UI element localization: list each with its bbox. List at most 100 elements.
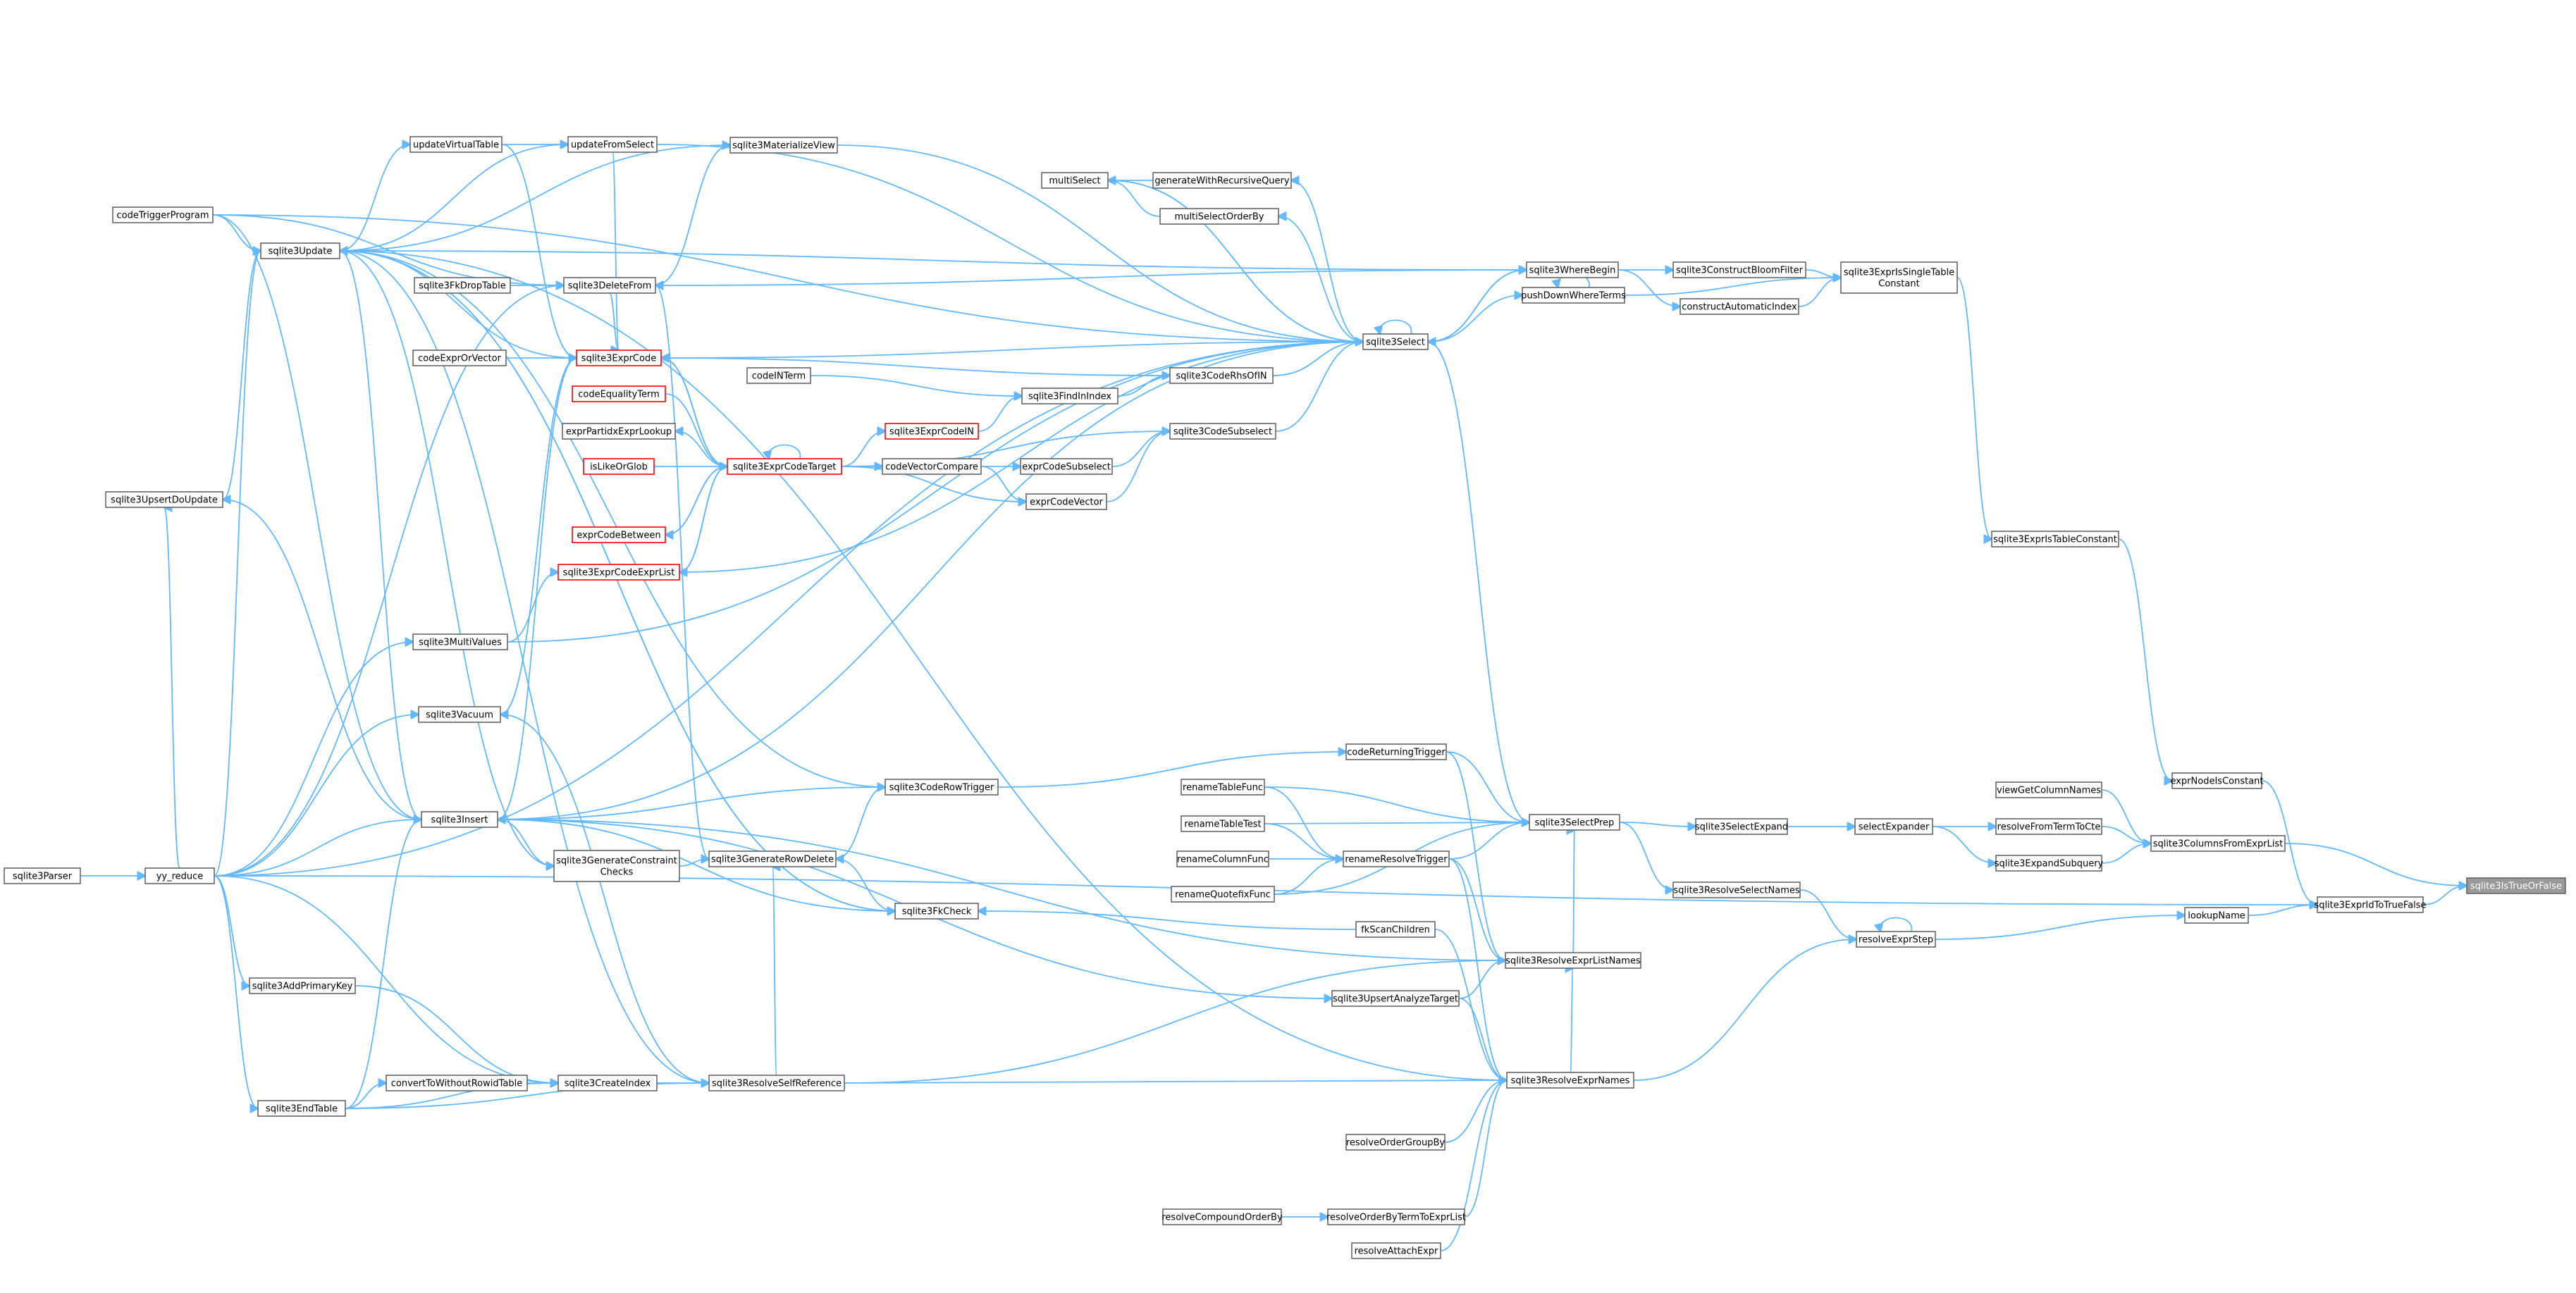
edge-sqlite3-insert-to-sqlite3-expr-code [497,358,577,820]
node-construct-automatic-index[interactable]: constructAutomaticIndex [1680,298,1799,315]
node-label: viewGetColumnNames [1997,786,2101,796]
node-sqlite3-generate-row-delete[interactable]: sqlite3GenerateRowDelete [708,850,837,867]
node-sqlite3-expr-code[interactable]: sqlite3ExprCode [576,349,662,366]
node-label: codeReturningTrigger [1347,748,1446,758]
node-code-trigger-program[interactable]: codeTriggerProgram [112,206,214,223]
node-sqlite3-upsert-analyze-target[interactable]: sqlite3UpsertAnalyzeTarget [1331,990,1460,1007]
node-is-like-or-glob[interactable]: isLikeOrGlob [583,458,655,475]
node-rename-column-func[interactable]: renameColumnFunc [1176,850,1269,867]
node-sqlite3-materialize-view[interactable]: sqlite3MaterializeView [729,137,838,154]
node-label: sqlite3ExprCodeTarget [733,462,837,473]
node-code-interm[interactable]: codeINTerm [746,367,811,384]
node-expr-code-between[interactable]: exprCodeBetween [572,526,666,543]
node-sqlite3-parser[interactable]: sqlite3Parser [4,867,81,884]
node-sqlite3-expr-code-in[interactable]: sqlite3ExprCodeIN [885,423,979,440]
node-expr-node-is-constant[interactable]: exprNodeIsConstant [2170,772,2264,789]
node-resolve-order-by-term-to-expr-list[interactable]: resolveOrderByTermToExprList [1326,1208,1466,1225]
node-code-expr-or-vector[interactable]: codeExprOrVector [412,349,507,366]
edge-resolve-expr-step-to-resolve-expr-step [1880,917,1913,932]
node-rename-table-func[interactable]: renameTableFunc [1181,779,1265,796]
node-update-virtual-table[interactable]: updateVirtualTable [409,136,503,153]
node-sqlite3-code-subselect[interactable]: sqlite3CodeSubselect [1169,423,1276,440]
node-label: sqlite3CreateIndex [565,1079,651,1089]
node-sqlite3-columns-from-expr-list[interactable]: sqlite3ColumnsFromExprList [2150,835,2286,852]
node-sqlite3-expr-id-to-true-false[interactable]: sqlite3ExprIdToTrueFalse [2314,896,2427,913]
node-sqlite3-fk-drop-table[interactable]: sqlite3FkDropTable [414,277,511,294]
edge-expr-code-vector-to-sqlite3-code-subselect [1106,431,1170,502]
edge-sqlite3-generate-row-delete-to-sqlite3-delete-from [655,285,710,860]
edge-sqlite3-upsert-analyze-target-to-sqlite3-resolve-expr-names [1458,998,1507,1080]
node-code-equality-term[interactable]: codeEqualityTerm [572,385,666,402]
node-push-down-where-terms[interactable]: pushDownWhereTerms [1521,287,1626,304]
node-resolve-order-group-by[interactable]: resolveOrderGroupBy [1345,1134,1446,1151]
node-sqlite3-add-primary-key[interactable]: sqlite3AddPrimaryKey [249,977,356,994]
node-box [1351,1242,1441,1259]
node-sqlite3-select[interactable]: sqlite3Select [1362,333,1429,350]
node-expr-code-vector[interactable]: exprCodeVector [1025,493,1107,510]
node-code-vector-compare[interactable]: codeVectorCompare [882,458,982,475]
node-sqlite3-insert[interactable]: sqlite3Insert [421,811,498,828]
edge-sqlite3-expr-code-in-to-sqlite3-find-in-index [978,396,1022,432]
node-sqlite3-expand-subquery[interactable]: sqlite3ExpandSubquery [1995,855,2104,872]
node-label: fkScanChildren [1361,925,1430,936]
node-box [412,633,508,650]
node-label: sqlite3FkDropTable [419,281,506,292]
node-sqlite3-multi-values[interactable]: sqlite3MultiValues [412,633,508,650]
node-convert-to-without-rowid-table[interactable]: convertToWithoutRowidTable [386,1075,528,1091]
node-fk-scan-children[interactable]: fkScanChildren [1355,921,1436,938]
node-label: codeTriggerProgram [116,211,209,221]
node-sqlite3-where-begin[interactable]: sqlite3WhereBegin [1526,261,1619,278]
node-resolve-from-term-to-cte[interactable]: resolveFromTermToCte [1995,818,2102,835]
node-sqlite3-code-rhs-of-in[interactable]: sqlite3CodeRhsOfIN [1169,367,1274,384]
node-view-get-column-names[interactable]: viewGetColumnNames [1995,781,2102,798]
edge-sqlite3-select-prep-to-sqlite3-select-expand [1619,822,1696,827]
node-sqlite3-upsert-do-update[interactable]: sqlite3UpsertDoUpdate [105,491,223,508]
node-sqlite3-create-index[interactable]: sqlite3CreateIndex [557,1075,658,1091]
node-sqlite3-construct-bloom-filter[interactable]: sqlite3ConstructBloomFilter [1672,261,1806,278]
node-box [2317,896,2424,913]
node-resolve-attach-expr[interactable]: resolveAttachExpr [1351,1242,1441,1259]
node-update-from-select[interactable]: updateFromSelect [567,136,658,153]
node-lookup-name[interactable]: lookupName [2184,907,2249,924]
edge-sqlite3-add-primary-key-to-sqlite3-create-index [355,985,558,1083]
node-sqlite3-resolve-expr-names[interactable]: sqlite3ResolveExprNames [1506,1072,1634,1089]
node-resolve-compound-order-by[interactable]: resolveCompoundOrderBy [1161,1208,1283,1225]
node-sqlite3-end-table[interactable]: sqlite3EndTable [257,1100,346,1117]
node-select-expander[interactable]: selectExpander [1854,818,1933,835]
node-multi-select-order-by[interactable]: multiSelectOrderBy [1159,208,1279,225]
node-sqlite3-find-in-index[interactable]: sqlite3FindInIndex [1021,388,1118,404]
node-sqlite3-fk-check[interactable]: sqlite3FkCheck [894,903,979,920]
edge-multi-select-order-by-to-multi-select [1108,180,1161,217]
node-sqlite3-select-prep[interactable]: sqlite3SelectPrep [1529,814,1620,831]
node-sqlite3-resolve-self-reference[interactable]: sqlite3ResolveSelfReference [708,1075,845,1091]
node-expr-partidx-expr-lookup[interactable]: exprPartidxExprLookup [562,423,676,440]
node-label: renameTableTest [1184,819,1261,830]
node-multi-select[interactable]: multiSelect [1041,172,1109,189]
node-sqlite3-resolve-select-names[interactable]: sqlite3ResolveSelectNames [1672,881,1801,898]
node-sqlite3-vacuum[interactable]: sqlite3Vacuum [418,706,501,723]
node-sqlite3-select-expand[interactable]: sqlite3SelectExpand [1695,818,1788,835]
node-sqlite3-expr-is-table-constant[interactable]: sqlite3ExprIsTableConstant [1991,531,2119,547]
node-sqlite3-expr-code-target[interactable]: sqlite3ExprCodeTarget [727,458,842,475]
node-sqlite3-is-true-or-false[interactable]: sqlite3IsTrueOrFalse [2466,877,2566,894]
node-resolve-expr-step[interactable]: resolveExprStep [1856,931,1936,948]
node-yy-reduce[interactable]: yy_reduce [144,867,215,884]
node-generate-with-recursive-query[interactable]: generateWithRecursiveQuery [1152,172,1292,189]
node-sqlite3-expr-code-expr-list[interactable]: sqlite3ExprCodeExprList [557,564,680,581]
node-sqlite3-code-row-trigger[interactable]: sqlite3CodeRowTrigger [885,779,999,796]
node-sqlite3-update[interactable]: sqlite3Update [260,242,340,259]
node-code-returning-trigger[interactable]: codeReturningTrigger [1345,743,1447,760]
edge-sqlite3-delete-from-to-sqlite3-materialize-view [655,145,730,286]
edge-sqlite3-multi-values-to-sqlite3-select [507,342,1363,643]
node-rename-table-test[interactable]: renameTableTest [1181,815,1265,832]
node-rename-resolve-trigger[interactable]: renameResolveTrigger [1343,850,1450,867]
node-rename-quotefix-func[interactable]: renameQuotefixFunc [1171,886,1275,903]
node-expr-code-subselect[interactable]: exprCodeSubselect [1020,458,1113,475]
node-sqlite3-delete-from[interactable]: sqlite3DeleteFrom [563,277,656,294]
node-label: isLikeOrGlob [590,462,648,473]
node-box [1169,367,1274,384]
node-sqlite3-resolve-expr-list-names[interactable]: sqlite3ResolveExprListNames [1505,952,1641,969]
node-box [1355,921,1436,938]
